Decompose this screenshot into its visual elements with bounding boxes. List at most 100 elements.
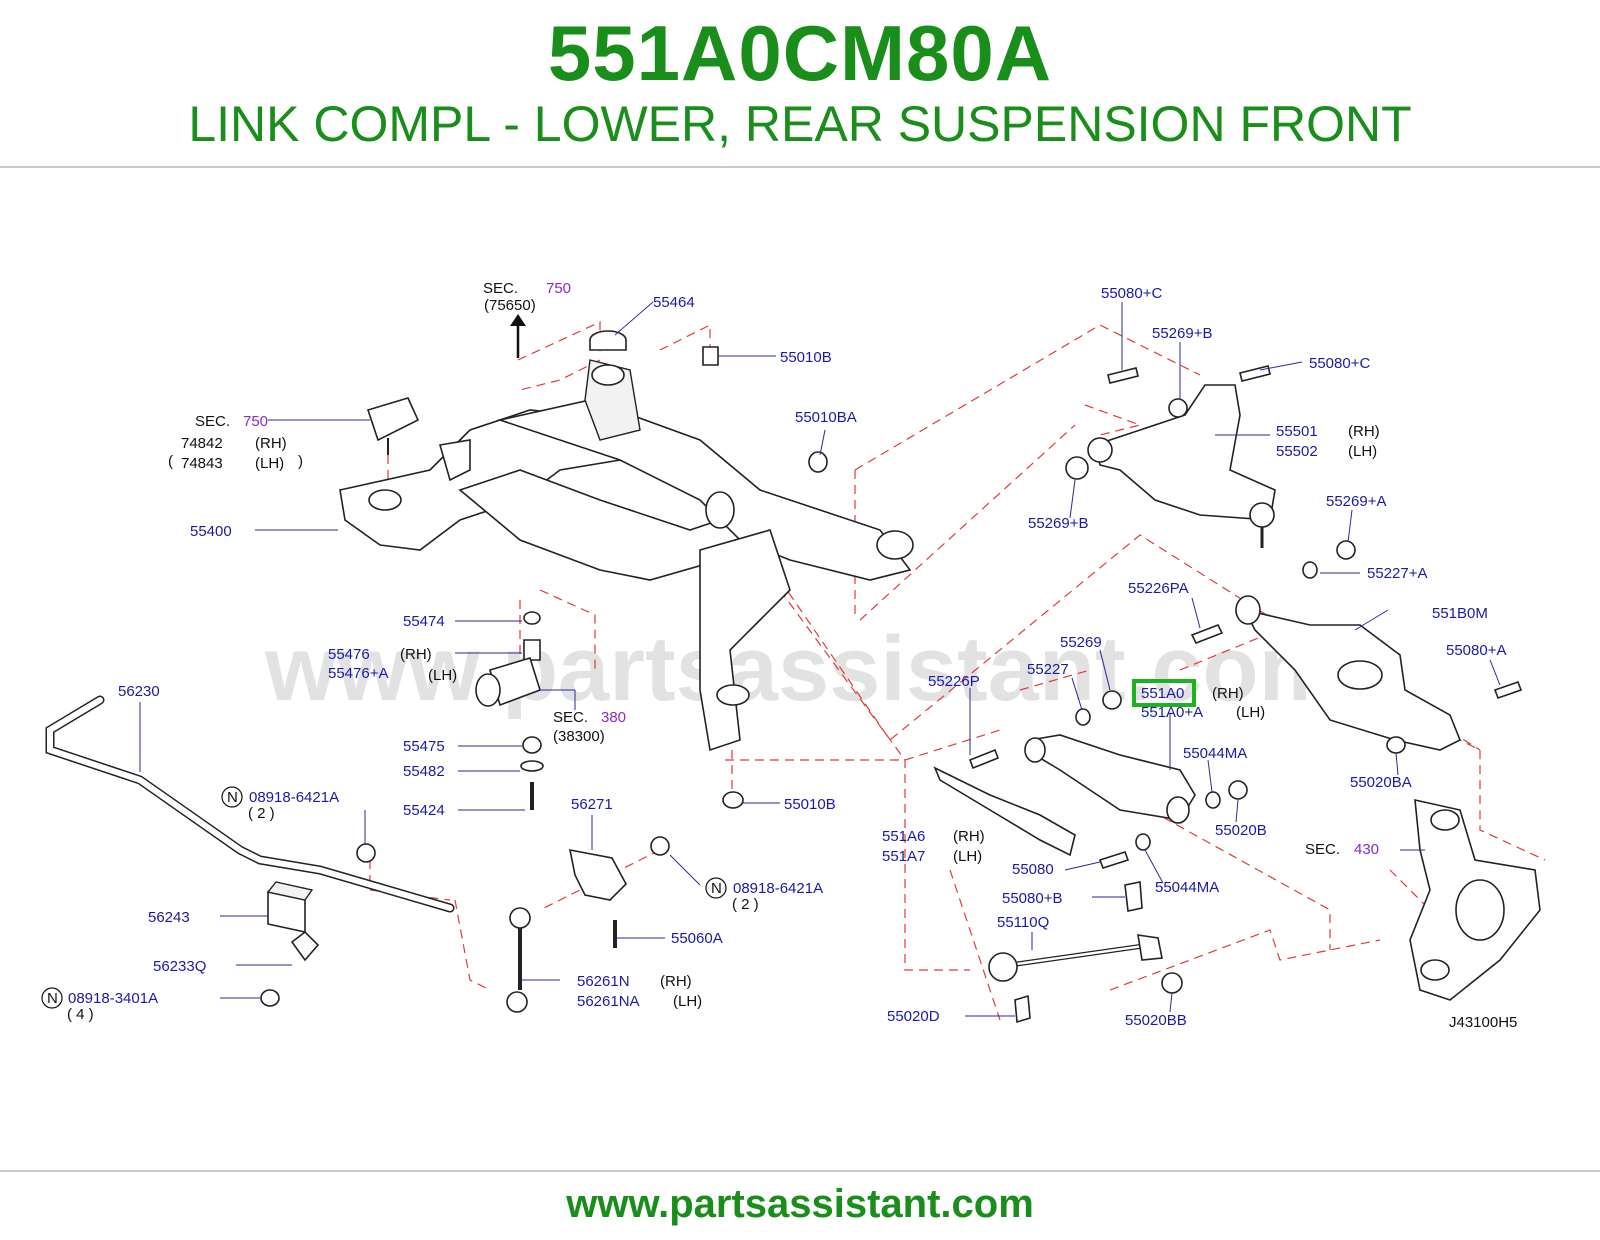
nut-55020B [1228,780,1248,800]
part-label-74843[interactable]: 74843 [181,455,223,472]
sec-number[interactable]: 750 [243,413,268,430]
part-label-55080C[interactable]: 55080+C [1101,285,1162,302]
bushing-56243 [266,881,314,933]
right-brace: ) [298,453,303,470]
part-label-55226PA[interactable]: 55226PA [1128,580,1189,597]
part-label-55010B[interactable]: 55010B [784,796,836,813]
part-label-55020D[interactable]: 55020D [887,1008,940,1025]
side-label: (RH) [660,973,692,990]
part-label-551A0[interactable]: 551A0 [1141,685,1184,702]
part-label-55476[interactable]: 55476 [328,646,370,663]
part-label-55227A[interactable]: 55227+A [1367,565,1427,582]
bolt-55080B [1124,881,1143,912]
part-label-55424[interactable]: 55424 [403,802,445,819]
part-label-56261NA[interactable]: 56261NA [577,993,640,1010]
rod-55110Q [988,934,1163,982]
part-label-55080B[interactable]: 55080+B [1002,890,1062,907]
part-label-55226P[interactable]: 55226P [928,673,980,690]
n-symbol: N [227,789,238,806]
part-label-55476A[interactable]: 55476+A [328,665,388,682]
part-label-55474[interactable]: 55474 [403,613,445,630]
nut-55010B-bottom [722,791,744,809]
part-label-55044MA[interactable]: 55044MA [1155,879,1219,896]
sec-number[interactable]: 380 [601,709,626,726]
part-label-55110Q[interactable]: 55110Q [997,914,1049,931]
part-label-08918-6421A[interactable]: 08918-6421A [249,789,339,806]
part-label-55044MA[interactable]: 55044MA [1183,745,1247,762]
part-label-56230[interactable]: 56230 [118,683,160,700]
upper-arm-55501 [1087,384,1276,548]
part-label-55400[interactable]: 55400 [190,523,232,540]
lower-arm-551B0M [1235,595,1462,751]
qty-label: ( 2 ) [248,805,275,822]
part-description-title: LINK COMPL - LOWER, REAR SUSPENSION FRON… [188,96,1412,152]
part-label-55269B[interactable]: 55269+B [1028,515,1088,532]
nut-08918-6421A-mid [650,836,670,856]
part-label-55502[interactable]: 55502 [1276,443,1318,460]
bracket-56271 [568,848,627,948]
part-label-55501[interactable]: 55501 [1276,423,1318,440]
part-label-55010B[interactable]: 55010B [780,349,832,366]
page-header: 551A0CM80A LINK COMPL - LOWER, REAR SUSP… [0,0,1600,168]
part-label-55475[interactable]: 55475 [403,738,445,755]
header-divider [0,166,1600,168]
bolt-55080C-right [1239,365,1271,382]
bolt-55080A [1493,680,1523,700]
n-symbol-icon [705,877,727,899]
washer-55227A [1302,561,1318,579]
highlighted-part-box [1132,679,1196,707]
part-label-55060A[interactable]: 55060A [671,930,723,947]
nut-08918-3401A [260,989,280,1007]
nut-55269 [1102,690,1122,710]
part-label-55010BA[interactable]: 55010BA [795,409,857,426]
part-label-55464[interactable]: 55464 [653,294,695,311]
part-label-551A0A[interactable]: 551A0+A [1141,704,1203,721]
bolt-55080 [1098,851,1130,869]
part-label-55080[interactable]: 55080 [1012,861,1054,878]
side-label: (LH) [673,993,702,1010]
lower-link-551A0 [1024,734,1196,824]
part-label-55227[interactable]: 55227 [1027,661,1069,678]
nut-55269A [1336,540,1356,560]
part-label-56261N[interactable]: 56261N [577,973,630,990]
part-label-55269[interactable]: 55269 [1060,634,1102,651]
part-label-55080A[interactable]: 55080+A [1446,642,1506,659]
nut-55010BA [808,451,828,473]
part-label-08918-3401A[interactable]: 08918-3401A [68,990,158,1007]
side-label: (LH) [953,848,982,865]
part-label-56243[interactable]: 56243 [148,909,190,926]
part-label-55269A[interactable]: 55269+A [1326,493,1386,510]
sec-750-arrow [510,314,526,358]
sec-number[interactable]: 430 [1354,841,1379,858]
part-label-551A6[interactable]: 551A6 [882,828,925,845]
part-label-56271[interactable]: 56271 [571,796,613,813]
sec-sub-label: (38300) [553,728,605,745]
nut-55020BA [1386,736,1406,754]
part-label-55020BB[interactable]: 55020BB [1125,1012,1187,1029]
part-label-55269B[interactable]: 55269+B [1152,325,1212,342]
washer-55044MA-top [1205,791,1221,809]
bolt-55226P [968,748,1000,770]
side-label: (RH) [255,435,287,452]
part-label-08918-6421A[interactable]: 08918-6421A [733,880,823,897]
qty-label: ( 2 ) [732,896,759,913]
stabilizer-link-56261N [506,907,531,1013]
sec-number[interactable]: 750 [546,280,571,297]
part-label-55020BA[interactable]: 55020BA [1350,774,1412,791]
part-label-56233Q[interactable]: 56233Q [153,958,206,975]
part-label-55020B[interactable]: 55020B [1215,822,1267,839]
side-label: (RH) [1212,685,1244,702]
sec-label: SEC. [1305,841,1340,858]
side-label: (RH) [400,646,432,663]
part-label-74842[interactable]: 74842 [181,435,223,452]
part-label-55080C[interactable]: 55080+C [1309,355,1370,372]
part-label-55482[interactable]: 55482 [403,763,445,780]
part-label-551B0M[interactable]: 551B0M [1432,605,1488,622]
part-label-551A7[interactable]: 551A7 [882,848,925,865]
footer-website-link[interactable]: www.partsassistant.com [566,1182,1034,1226]
n-symbol: N [711,880,722,897]
qty-label: ( 4 ) [67,1006,94,1023]
side-label: (LH) [428,667,457,684]
sec-label: SEC. [483,280,518,297]
clamp-56233Q [290,930,320,962]
